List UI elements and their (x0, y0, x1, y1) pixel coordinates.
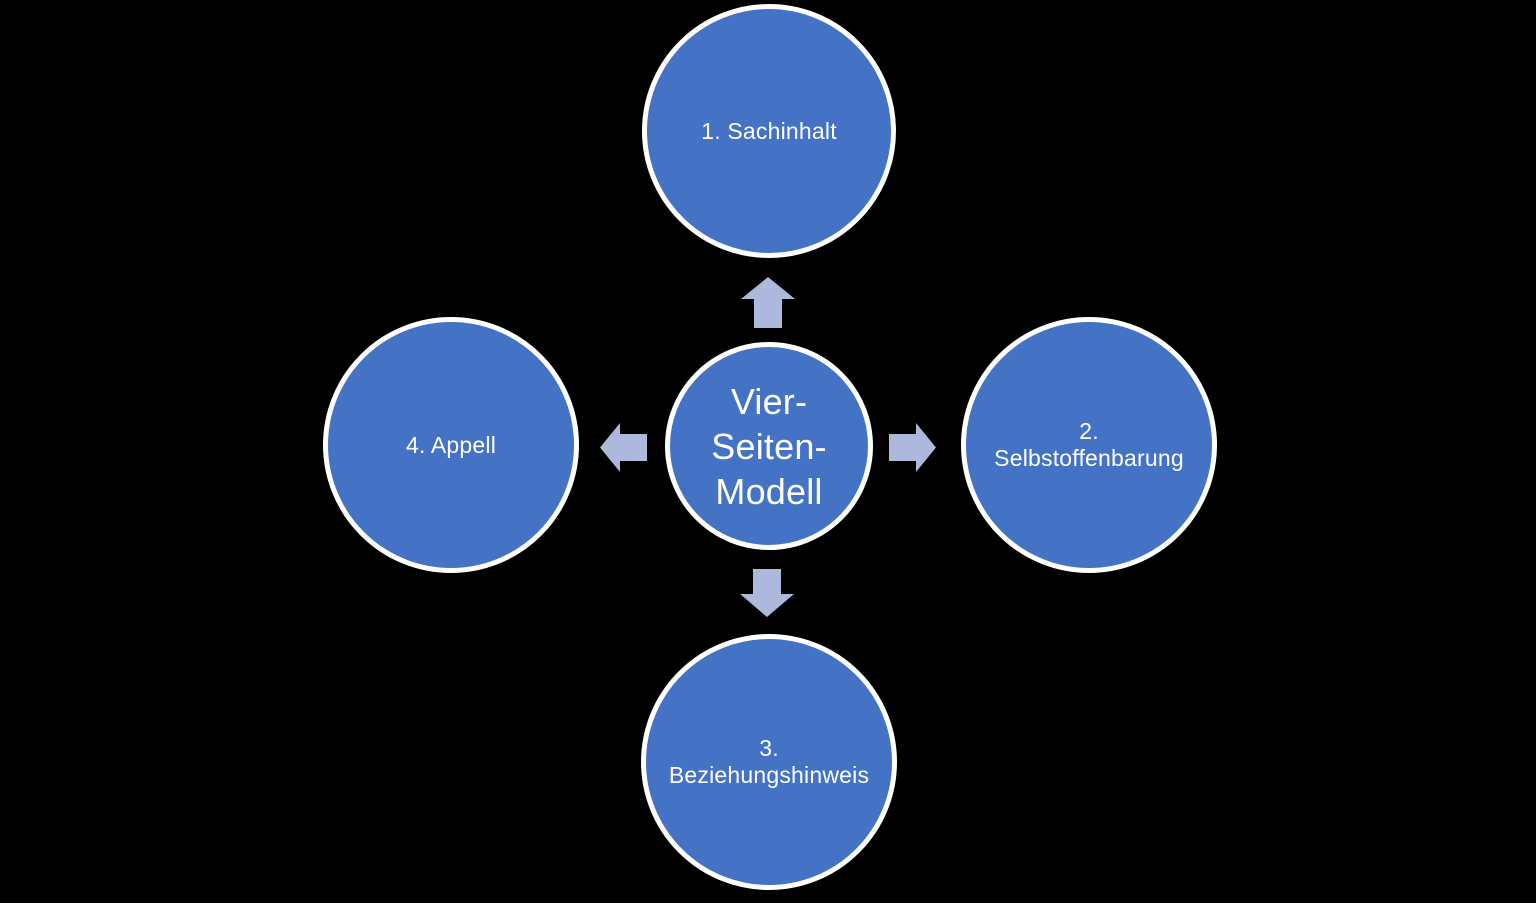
arrow-right-icon (889, 423, 936, 472)
node-selbstoffenbarung-label: Selbstoffenbarung (994, 445, 1184, 471)
node-appell-label: 4. Appell (405, 431, 497, 458)
center-node-line-2: Seiten- (711, 425, 827, 467)
center-node-line-1: Vier- (730, 380, 808, 422)
center-node-vier-seiten-modell: Vier- Seiten- Modell (665, 342, 873, 550)
node-appell: 4. Appell (323, 317, 579, 573)
arrow-left-icon (600, 423, 647, 472)
node-beziehungshinweis-label: Beziehungshinweis (668, 762, 870, 788)
arrow-down-icon (740, 569, 794, 617)
node-sachinhalt-label: 1. Sachinhalt (701, 117, 837, 144)
node-selbstoffenbarung-number: 2. (1079, 418, 1099, 444)
node-sachinhalt: 1. Sachinhalt (642, 4, 896, 258)
center-node-line-3: Modell (715, 470, 823, 512)
node-selbstoffenbarung: 2. Selbstoffenbarung (961, 317, 1217, 573)
node-beziehungshinweis-number: 3. (759, 735, 779, 761)
arrow-up-icon (741, 277, 795, 328)
node-beziehungshinweis: 3. Beziehungshinweis (641, 634, 897, 890)
